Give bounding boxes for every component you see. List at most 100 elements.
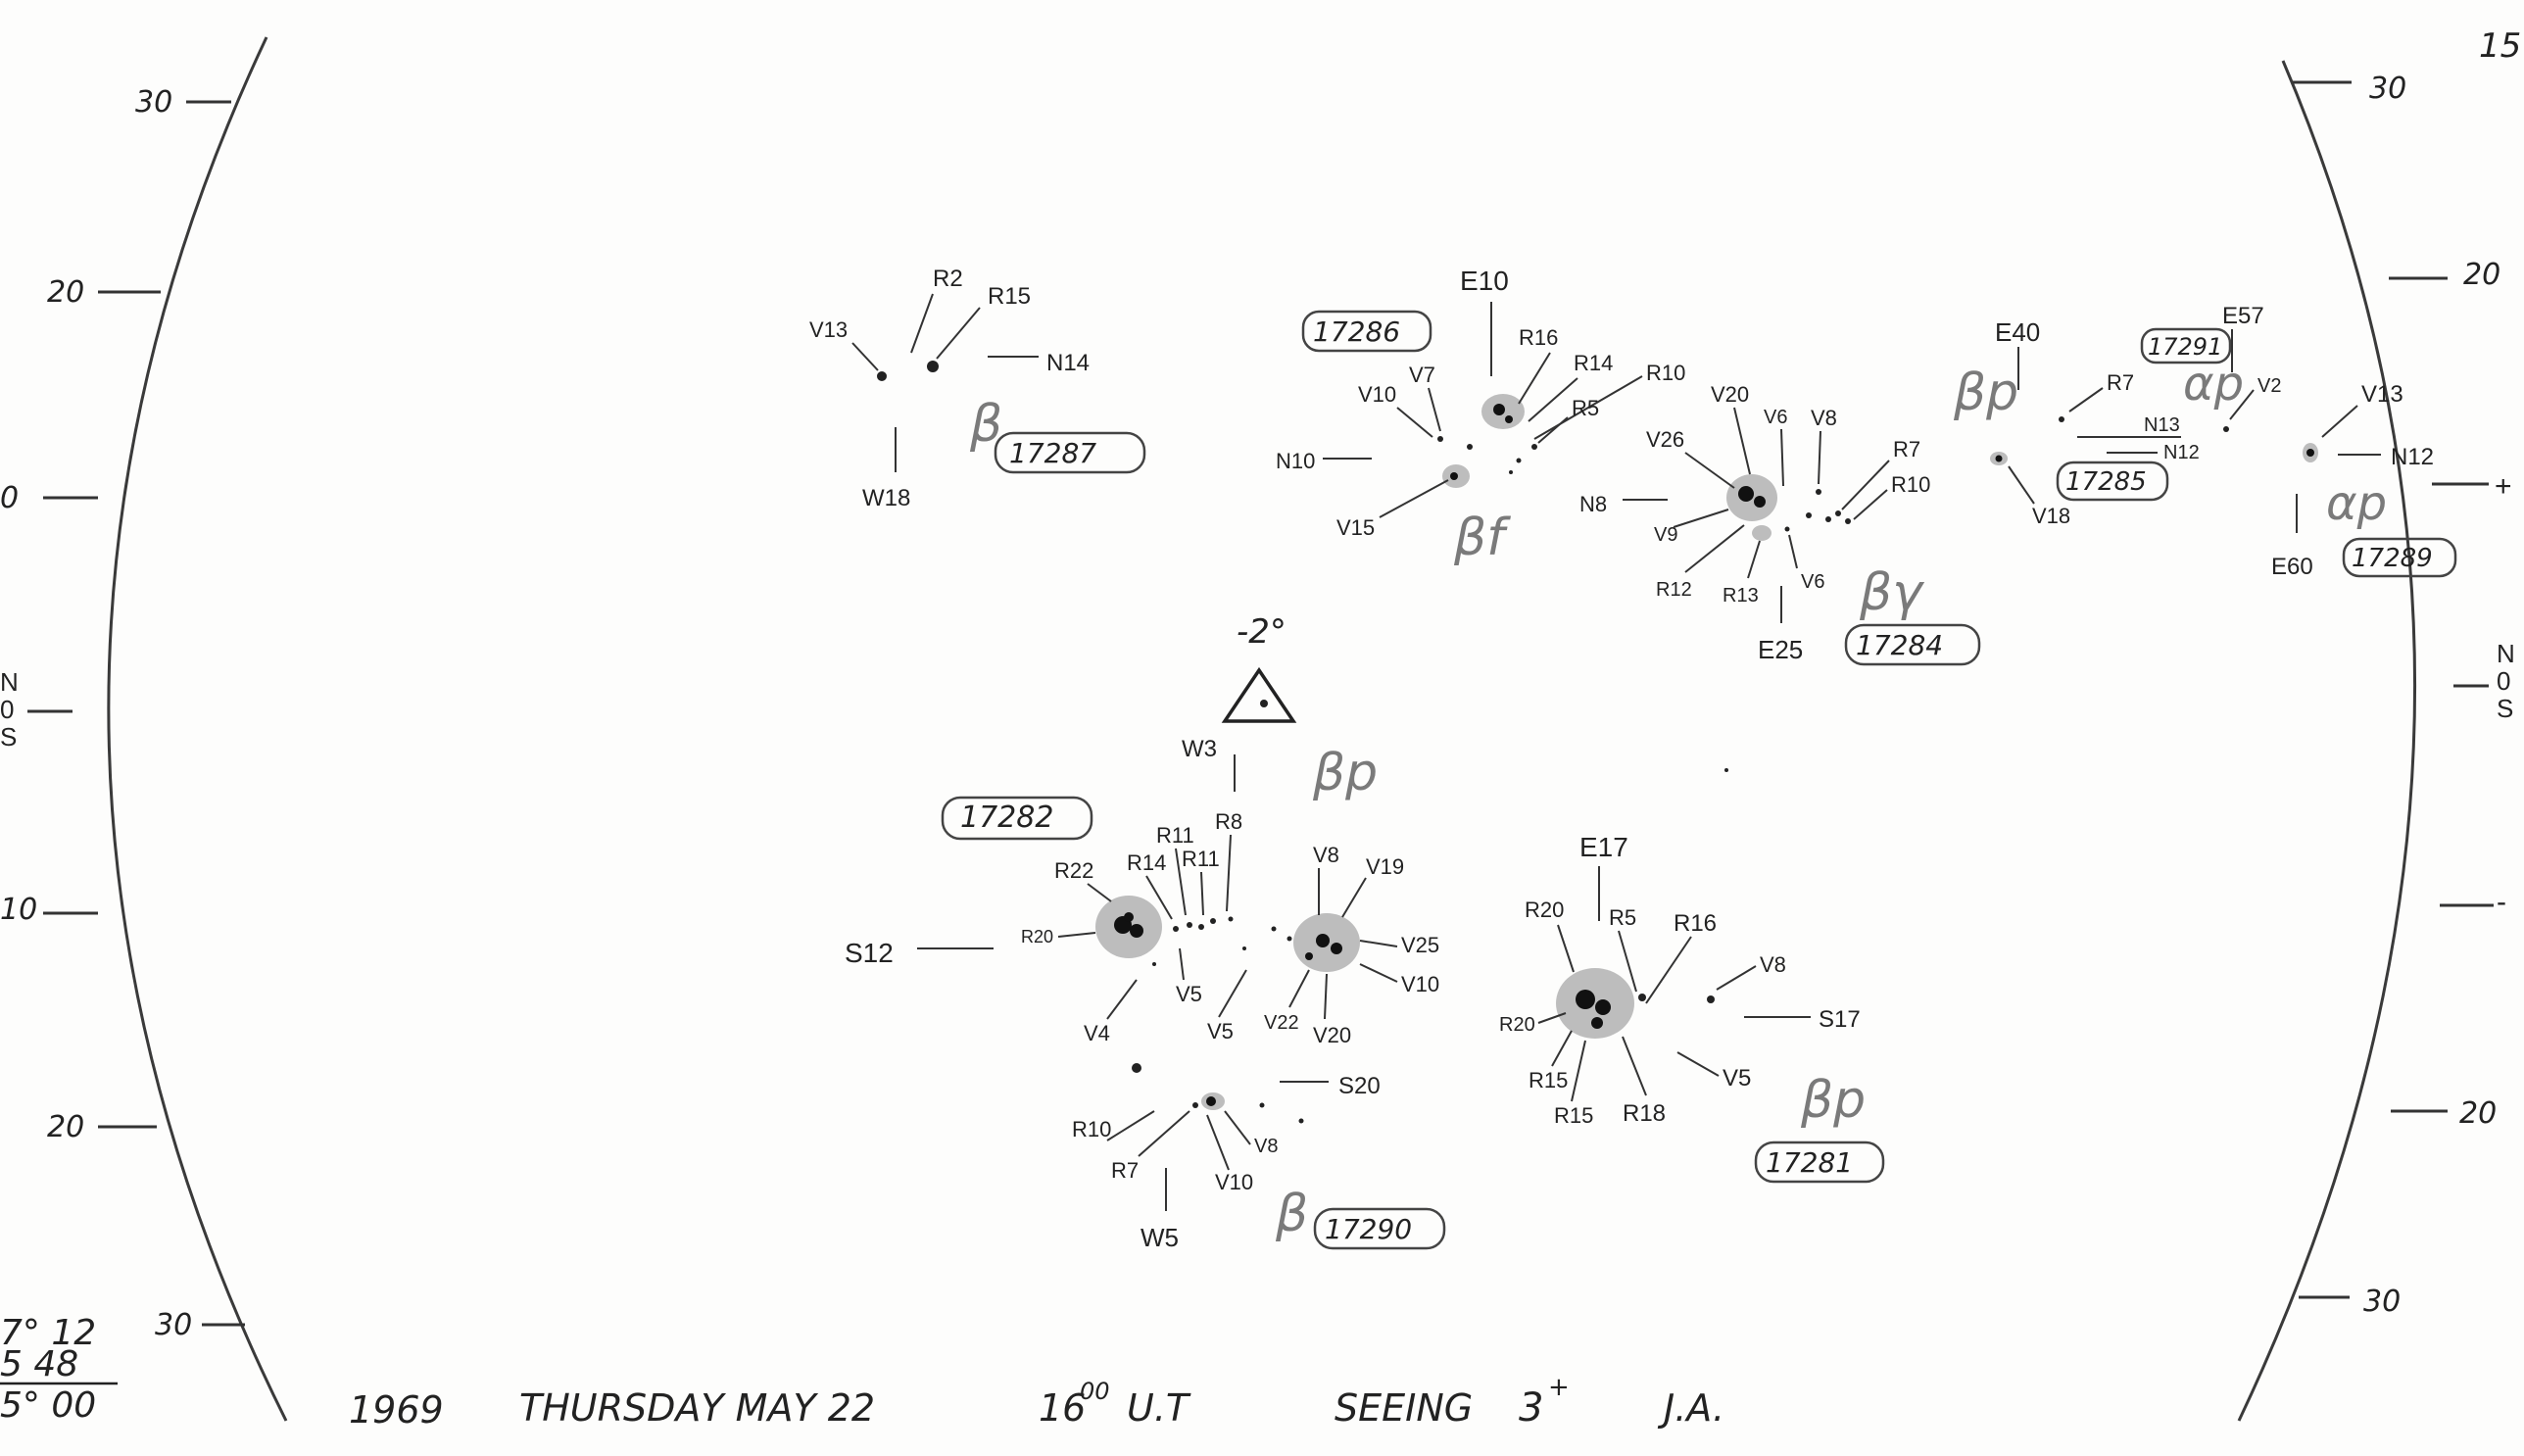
- right-limb-arc: [2237, 60, 2417, 1422]
- spot-label: V4: [1084, 1021, 1110, 1045]
- leader-line: [1396, 407, 1433, 438]
- leader-line: [1224, 1110, 1251, 1145]
- leader-line: [1428, 387, 1441, 432]
- right-scale-label: 30: [2369, 72, 2406, 106]
- leader-line: [1537, 416, 1569, 444]
- leader-line: [1557, 924, 1575, 973]
- leader-line: [1841, 460, 1890, 510]
- umbra-icon: [1754, 496, 1766, 508]
- umbra-icon: [1576, 990, 1595, 1009]
- right-scale-label: 20: [2459, 1096, 2497, 1131]
- leader-line: [1206, 1114, 1230, 1171]
- region-17291: 17291 E57 αp V2: [2140, 303, 2281, 432]
- region-type-label: αp: [2183, 357, 2244, 412]
- spot-label: V5: [1176, 982, 1202, 1006]
- spot-label: R10: [1072, 1117, 1111, 1141]
- leader-line: [1853, 489, 1888, 520]
- sunspot-icon: [1437, 436, 1443, 442]
- leader-line: [1533, 375, 1643, 440]
- spot-label: R18: [1623, 1100, 1666, 1127]
- umbra-icon: [1124, 912, 1134, 922]
- spot-label: V13: [809, 317, 848, 342]
- umbra-icon: [1316, 934, 1330, 947]
- umbra-icon: [1505, 415, 1513, 423]
- leader-line: [910, 293, 934, 354]
- spot-label: V15: [1336, 515, 1375, 540]
- sunspot-icon: [1509, 470, 1513, 474]
- umbra-icon: [1995, 455, 2003, 462]
- region-number-box: [2140, 327, 2232, 364]
- leader-line: [1106, 979, 1138, 1020]
- region-17289: V13 N12 E60 αp 17289: [2271, 381, 2457, 580]
- spot-label: S12: [845, 938, 894, 968]
- right-latitude-scale: 30 20 + N 0 S - 20 30: [2293, 72, 2515, 1319]
- spot-label: V10: [1401, 972, 1439, 996]
- spot-label: R15: [1554, 1103, 1593, 1128]
- region-17285: E40 βp R7 N13 N12 V18 17285: [1953, 317, 2200, 528]
- leader-line: [1673, 509, 1729, 528]
- spot-label: R5: [1572, 396, 1599, 420]
- leader-line: [1618, 930, 1637, 993]
- leader-line: [1179, 947, 1185, 981]
- spot-label: N12: [2163, 442, 2200, 463]
- left-scale-label: 0: [0, 481, 19, 515]
- umbra-icon: [1493, 404, 1505, 415]
- sunspot-icon: [1467, 444, 1473, 450]
- region-number-box: [994, 431, 1146, 474]
- sunspot-icon: [1210, 918, 1216, 924]
- region-number: 17284: [1856, 629, 1943, 661]
- spot-label: R10: [1646, 361, 1685, 385]
- region-number-box: [2056, 461, 2169, 502]
- leader-line: [1175, 848, 1187, 916]
- observation-footer: 1969 THURSDAY MAY 22 16 00 U.T SEEING 3 …: [349, 1373, 1724, 1432]
- sunspot-icon: [1187, 922, 1192, 928]
- spot-label: V13: [2361, 381, 2403, 408]
- sunspot-icon: [1816, 489, 1821, 495]
- footer-observer: J.A.: [1657, 1386, 1724, 1430]
- spot-label: N14: [1046, 350, 1090, 376]
- leader-line: [851, 342, 879, 371]
- sunspot-icon: [1784, 526, 1790, 532]
- sunspot-icon: [1173, 926, 1179, 932]
- pole-angle-label: -2°: [1237, 612, 1286, 652]
- sunspot-icon: [1516, 458, 1522, 463]
- leader-line: [1684, 524, 1745, 573]
- leader-line: [1324, 973, 1328, 1020]
- region-number: 17282: [960, 801, 1053, 835]
- umbra-icon: [1450, 472, 1458, 480]
- spot-label: E17: [1579, 832, 1628, 862]
- penumbra-icon: [1752, 525, 1772, 541]
- spot-label: E57: [2222, 303, 2264, 329]
- leader-line: [1341, 877, 1367, 918]
- spot-label: R2: [933, 266, 963, 292]
- leader-line: [1218, 969, 1247, 1018]
- leader-line: [1379, 479, 1449, 518]
- spot-label: V5: [1207, 1019, 1234, 1043]
- spot-label: V2: [2257, 375, 2281, 397]
- umbra-icon: [2306, 449, 2314, 457]
- region-17287: V13 R2 R15 N14 W18 β 17287: [809, 266, 1146, 511]
- umbra-icon: [1206, 1096, 1216, 1106]
- leader-line: [1145, 875, 1173, 920]
- leader-line: [2008, 465, 2035, 505]
- region-number-box: [1754, 1141, 1885, 1184]
- spot-label: R16: [1519, 325, 1558, 350]
- region-type-label: βf: [1453, 509, 1511, 567]
- footer-date: THURSDAY MAY 22: [519, 1386, 875, 1430]
- sunspot-icon: [1242, 946, 1246, 950]
- region-type-label: βγ: [1859, 563, 1925, 622]
- right-ns-label: S: [2497, 694, 2513, 723]
- footer-year: 1969: [349, 1388, 444, 1432]
- penumbra-icon: [1556, 968, 1634, 1039]
- leader-line: [1518, 352, 1551, 405]
- region-number: 17287: [1009, 437, 1096, 469]
- right-scale-label: 30: [2363, 1285, 2401, 1319]
- region-number-box: [1301, 310, 1432, 353]
- left-latitude-scale: 30 20 0 10 20 30 N 0 S: [0, 85, 245, 1342]
- spot-label: V18: [2032, 504, 2070, 528]
- spot-label: R11: [1156, 823, 1194, 848]
- leader-line: [1226, 834, 1232, 912]
- spot-label: V8: [1760, 952, 1786, 977]
- page-number: 15: [2479, 26, 2521, 66]
